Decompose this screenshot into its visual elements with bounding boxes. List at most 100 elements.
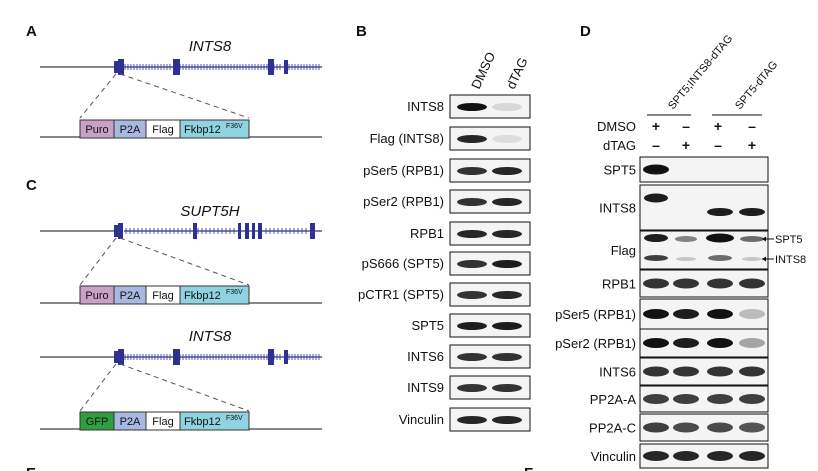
band [492, 260, 522, 268]
svg-text:Fkbp12: Fkbp12 [184, 290, 221, 302]
gene-locus-ints8-c [40, 349, 322, 365]
band [643, 338, 765, 348]
svg-text:Flag: Flag [152, 416, 173, 428]
svg-text:Fkbp12: Fkbp12 [184, 416, 221, 428]
blot-label: INTS6 [407, 349, 444, 364]
blot-row-d-pp2a-a: PP2A-A [590, 385, 769, 413]
band [492, 103, 522, 111]
svg-text:–: – [682, 118, 690, 134]
blot-label: pSer2 (RPB1) [363, 194, 444, 209]
row-label-dtag: dTAG [603, 138, 636, 153]
insertion-guide-a [79, 73, 250, 119]
svg-text:Puro: Puro [85, 124, 108, 136]
flag-arrow-annotations: SPT5 INTS8 [762, 234, 806, 266]
band [492, 322, 522, 330]
band [457, 384, 487, 392]
panel-letter-e: E [26, 465, 36, 471]
blot-row-b-flag-ints8: Flag (INTS8) [370, 126, 531, 151]
blot-label: Flag [611, 243, 636, 258]
panel-letter-f: F [524, 465, 533, 471]
blot-label: INTS8 [599, 201, 636, 216]
svg-text:F36V: F36V [226, 289, 243, 296]
blot-row-b-ints9: INTS9 [407, 375, 531, 400]
band [492, 384, 522, 392]
band [457, 198, 487, 206]
band [492, 167, 522, 175]
svg-text:+: + [748, 137, 756, 153]
band [644, 233, 764, 261]
blot-label: INTS6 [599, 365, 636, 380]
cell-line-label-2: SPT5-dTAG [733, 59, 780, 112]
blot-label: pSer2 (RPB1) [555, 336, 636, 351]
blot-row-b-rpb1: RPB1 [410, 221, 531, 246]
blot-label: SPT5 [603, 163, 636, 178]
blot-row-d-ints8: INTS8 [599, 184, 769, 231]
band [457, 230, 487, 238]
band [643, 422, 765, 433]
blot-label: PP2A-C [589, 421, 636, 436]
svg-text:INTS8: INTS8 [775, 254, 806, 266]
band [492, 230, 522, 238]
band [457, 322, 487, 330]
panel-letter-a: A [26, 23, 37, 40]
cassette-c-bottom: GFP P2A Flag Fkbp12 F36V [79, 411, 250, 431]
band [492, 291, 522, 299]
band [643, 451, 765, 461]
condition-label-dtag: dTAG [503, 55, 531, 91]
blot-label: pS666 (SPT5) [362, 256, 444, 271]
blot-row-d-flag: Flag [611, 230, 769, 270]
blot-row-b-ps666-spt5: pS666 (SPT5) [362, 251, 531, 276]
insertion-guide-c-bottom [79, 363, 250, 412]
blot-row-b-pser2-rpb1: pSer2 (RPB1) [363, 189, 531, 214]
blot-row-d-spt5: SPT5 [603, 156, 769, 183]
band [492, 198, 522, 206]
blot-row-b-spt5: SPT5 [411, 313, 531, 338]
band [643, 309, 765, 319]
band [643, 394, 765, 404]
band [457, 416, 487, 424]
blot-label: SPT5 [411, 318, 444, 333]
band [644, 193, 765, 216]
band [457, 135, 487, 143]
svg-text:Puro: Puro [85, 290, 108, 302]
svg-text:P2A: P2A [120, 416, 141, 428]
band [457, 291, 487, 299]
svg-text:F36V: F36V [226, 123, 243, 130]
blot-row-d-pser5-rpb1: pSer5 (RPB1) [555, 298, 769, 330]
panel-letter-c: C [26, 177, 37, 194]
svg-text:Flag: Flag [152, 124, 173, 136]
band [643, 278, 765, 289]
blot-label: Flag (INTS8) [370, 131, 444, 146]
cassette-a: Puro P2A Flag Fkbp12 F36V [79, 119, 250, 139]
blot-label: PP2A-A [590, 392, 637, 407]
svg-text:P2A: P2A [120, 124, 141, 136]
blot-row-d-pser2-rpb1: pSer2 (RPB1) [555, 328, 769, 358]
band [457, 167, 487, 175]
blot-label: RPB1 [602, 277, 636, 292]
blot-row-d-vinculin: Vinculin [591, 443, 769, 469]
svg-text:+: + [682, 137, 690, 153]
row-label-dmso: DMSO [597, 119, 636, 134]
gene-name-ints8-a: INTS8 [189, 38, 232, 55]
cell-line-label-1: SPT5;INTS8-dTAG [666, 33, 735, 112]
gene-name-supt5h: SUPT5H [180, 203, 239, 220]
blot-label: Vinculin [399, 412, 444, 427]
panel-letter-d: D [580, 23, 591, 40]
blot-row-b-pser5-rpb1: pSer5 (RPB1) [363, 158, 531, 183]
svg-text:Fkbp12: Fkbp12 [184, 124, 221, 136]
gene-locus-supt5h [40, 223, 322, 239]
blot-row-b-vinculin: Vinculin [399, 407, 531, 432]
band [492, 135, 522, 143]
band [643, 366, 765, 377]
blot-label: Vinculin [591, 449, 636, 464]
svg-text:P2A: P2A [120, 290, 141, 302]
blot-row-d-pp2a-c: PP2A-C [589, 413, 769, 442]
band [457, 353, 487, 361]
treatment-signs: + – + – – + – + [652, 118, 756, 153]
insertion-guide-c-top [79, 237, 250, 286]
blot-label: RPB1 [410, 226, 444, 241]
blot-row-d-ints6: INTS6 [599, 357, 769, 386]
svg-text:+: + [714, 118, 722, 134]
